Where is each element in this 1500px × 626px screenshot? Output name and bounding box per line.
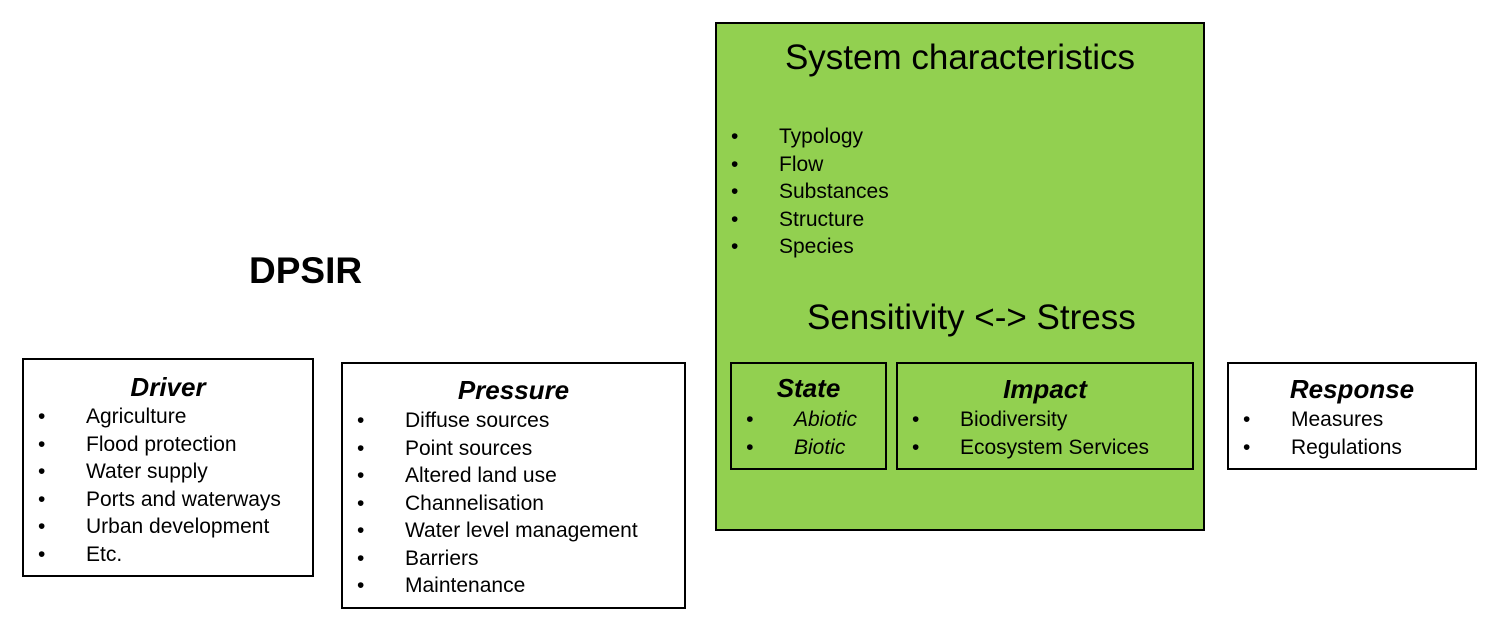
bullet-icon: • bbox=[38, 515, 46, 538]
list-item: •Barriers bbox=[357, 545, 638, 573]
pressure-list: •Diffuse sources •Point sources •Altered… bbox=[357, 407, 638, 600]
list-item: •Abiotic bbox=[746, 406, 857, 434]
bullet-icon: • bbox=[912, 408, 920, 431]
list-item: •Etc. bbox=[38, 541, 281, 569]
system-title: System characteristics bbox=[784, 38, 1136, 77]
state-list: •Abiotic •Biotic bbox=[746, 406, 857, 461]
bullet-icon: • bbox=[731, 152, 739, 176]
driver-box: Driver •Agriculture •Flood protection •W… bbox=[22, 358, 314, 577]
list-item: •Substances bbox=[731, 178, 889, 206]
state-box: State •Abiotic •Biotic bbox=[730, 362, 887, 470]
list-item: •Water supply bbox=[38, 458, 281, 486]
diagram-title: DPSIR bbox=[249, 250, 363, 291]
list-item: •Ports and waterways bbox=[38, 486, 281, 514]
bullet-icon: • bbox=[731, 125, 739, 148]
bullet-icon: • bbox=[746, 408, 754, 431]
bullet-icon: • bbox=[746, 435, 754, 459]
list-item: •Diffuse sources bbox=[357, 407, 638, 435]
bullet-icon: • bbox=[38, 542, 46, 566]
list-item: •Agriculture bbox=[38, 403, 281, 431]
impact-box: Impact •Biodiversity •Ecosystem Services bbox=[896, 362, 1194, 470]
bullet-icon: • bbox=[357, 519, 365, 542]
list-item: •Maintenance bbox=[357, 572, 638, 600]
pressure-title: Pressure bbox=[457, 375, 570, 405]
bullet-icon: • bbox=[1243, 435, 1251, 459]
bullet-icon: • bbox=[38, 460, 46, 483]
list-item: •Point sources bbox=[357, 435, 638, 463]
state-title: State bbox=[776, 373, 841, 403]
pressure-box: Pressure •Diffuse sources •Point sources… bbox=[341, 362, 686, 609]
list-item: •Ecosystem Services bbox=[912, 434, 1149, 462]
list-item: •Altered land use bbox=[357, 462, 638, 490]
list-item: •Urban development bbox=[38, 513, 281, 541]
bullet-icon: • bbox=[731, 180, 739, 203]
system-characteristics-box: System characteristics •Typology •Flow •… bbox=[715, 22, 1205, 531]
bullet-icon: • bbox=[38, 405, 46, 428]
bullet-icon: • bbox=[912, 435, 920, 459]
driver-title: Driver bbox=[130, 372, 206, 402]
response-list: •Measures •Regulations bbox=[1243, 406, 1402, 461]
list-item: •Biodiversity bbox=[912, 406, 1149, 434]
impact-list: •Biodiversity •Ecosystem Services bbox=[912, 406, 1149, 461]
impact-title: Impact bbox=[1003, 374, 1087, 404]
bullet-icon: • bbox=[357, 436, 365, 460]
response-title: Response bbox=[1289, 374, 1415, 404]
bullet-icon: • bbox=[357, 409, 365, 432]
list-item: •Channelisation bbox=[357, 490, 638, 518]
bullet-icon: • bbox=[357, 574, 365, 597]
sensitivity-stress-label: Sensitivity <-> Stress bbox=[807, 298, 1136, 337]
list-item: •Flow bbox=[731, 151, 889, 179]
list-item: •Flood protection bbox=[38, 431, 281, 459]
response-box: Response •Measures •Regulations bbox=[1227, 362, 1477, 470]
bullet-icon: • bbox=[38, 432, 46, 456]
list-item: •Regulations bbox=[1243, 434, 1402, 462]
bullet-icon: • bbox=[38, 487, 46, 511]
list-item: •Measures bbox=[1243, 406, 1402, 434]
system-list: •Typology •Flow •Substances •Structure •… bbox=[731, 123, 889, 261]
list-item: •Species bbox=[731, 233, 889, 261]
list-item: •Biotic bbox=[746, 434, 857, 462]
bullet-icon: • bbox=[357, 491, 365, 515]
list-item: •Water level management bbox=[357, 517, 638, 545]
driver-list: •Agriculture •Flood protection •Water su… bbox=[38, 403, 281, 568]
bullet-icon: • bbox=[731, 207, 739, 231]
bullet-icon: • bbox=[1243, 408, 1251, 431]
list-item: •Structure bbox=[731, 206, 889, 234]
list-item: •Typology bbox=[731, 123, 889, 151]
bullet-icon: • bbox=[731, 235, 739, 258]
bullet-icon: • bbox=[357, 546, 365, 570]
bullet-icon: • bbox=[357, 464, 365, 487]
